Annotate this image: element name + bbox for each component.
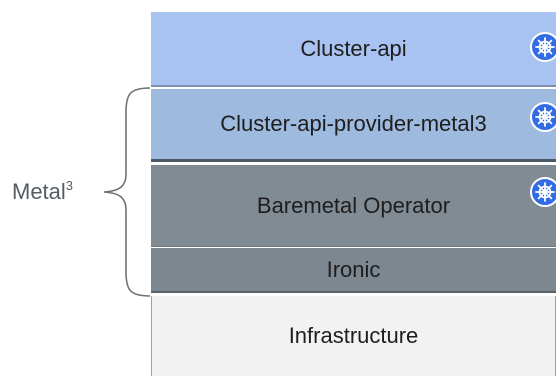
- ironic-layer: Ironic: [151, 248, 556, 293]
- cluster-api-label: Cluster-api: [300, 35, 407, 61]
- metal3-label: Metal3: [12, 178, 73, 205]
- baremetal-operator-label: Baremetal Operator: [256, 192, 451, 218]
- kubernetes-icon: [530, 102, 556, 132]
- cluster-api-provider-metal3-layer: Cluster-api-provider-metal3: [151, 89, 556, 162]
- baremetal-operator-layer: Baremetal Operator: [151, 165, 556, 247]
- metal3-group-brace: [103, 87, 151, 297]
- metal3-label-superscript: 3: [65, 178, 74, 193]
- metal3-label-text: Metal: [12, 179, 66, 204]
- cluster-api-provider-metal3-label: Cluster-api-provider-metal3: [220, 111, 487, 136]
- infrastructure-label: Infrastructure: [288, 323, 419, 348]
- cluster-api-layer: Cluster-api: [151, 12, 556, 87]
- kubernetes-icon: [530, 177, 556, 207]
- ironic-label: Ironic: [326, 256, 381, 282]
- kubernetes-icon: [530, 32, 556, 62]
- infrastructure-layer: Infrastructure: [151, 296, 556, 376]
